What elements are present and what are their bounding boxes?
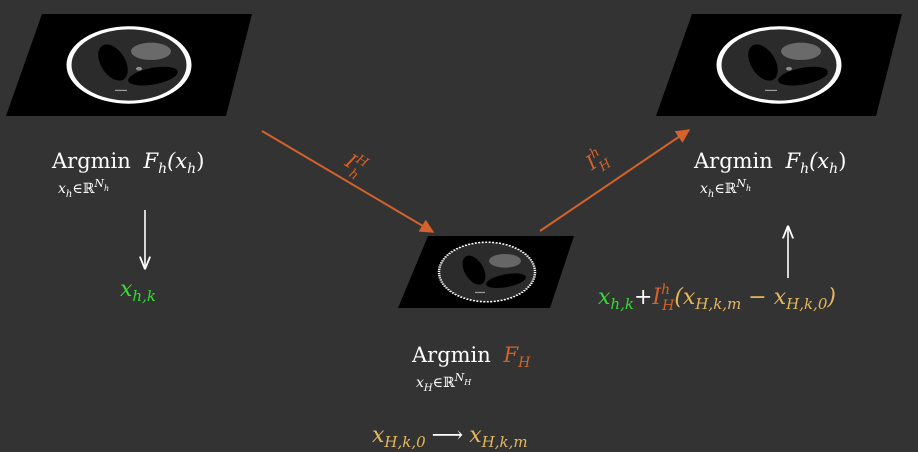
svg-text:Argmin Fh(xh): Argmin Fh(xh) [51, 149, 204, 177]
svg-text:IhH: IhH [580, 143, 615, 181]
coarse-iteration: xH,k,0⟶xH,k,m [372, 423, 528, 451]
fine-right-image [656, 14, 902, 116]
iterate-left: xh,k [120, 277, 156, 305]
svg-text:Argmin FH: Argmin FH [411, 343, 531, 371]
coarse-image [398, 236, 574, 308]
restriction-arrow [261, 130, 435, 233]
fine-left-image [6, 14, 252, 116]
prolongation-arrow [539, 129, 691, 232]
fine-right-problem: Argmin Fh(xh) xh∈ℝNh [693, 149, 846, 200]
prolongation-label: IhH [580, 143, 615, 181]
argmin-label: Argmin [51, 149, 131, 173]
svg-text:xH∈ℝNH: xH∈ℝNH [416, 371, 472, 394]
fine-left-problem: Argmin Fh(xh) xh∈ℝNh [51, 149, 204, 200]
svg-text:xh∈ℝNh: xh∈ℝNh [58, 177, 109, 200]
svg-text:Argmin Fh(xh): Argmin Fh(xh) [693, 149, 846, 177]
svg-text:xh∈ℝNh: xh∈ℝNh [700, 177, 751, 200]
coarse-problem: Argmin FH xH∈ℝNH [411, 343, 531, 394]
